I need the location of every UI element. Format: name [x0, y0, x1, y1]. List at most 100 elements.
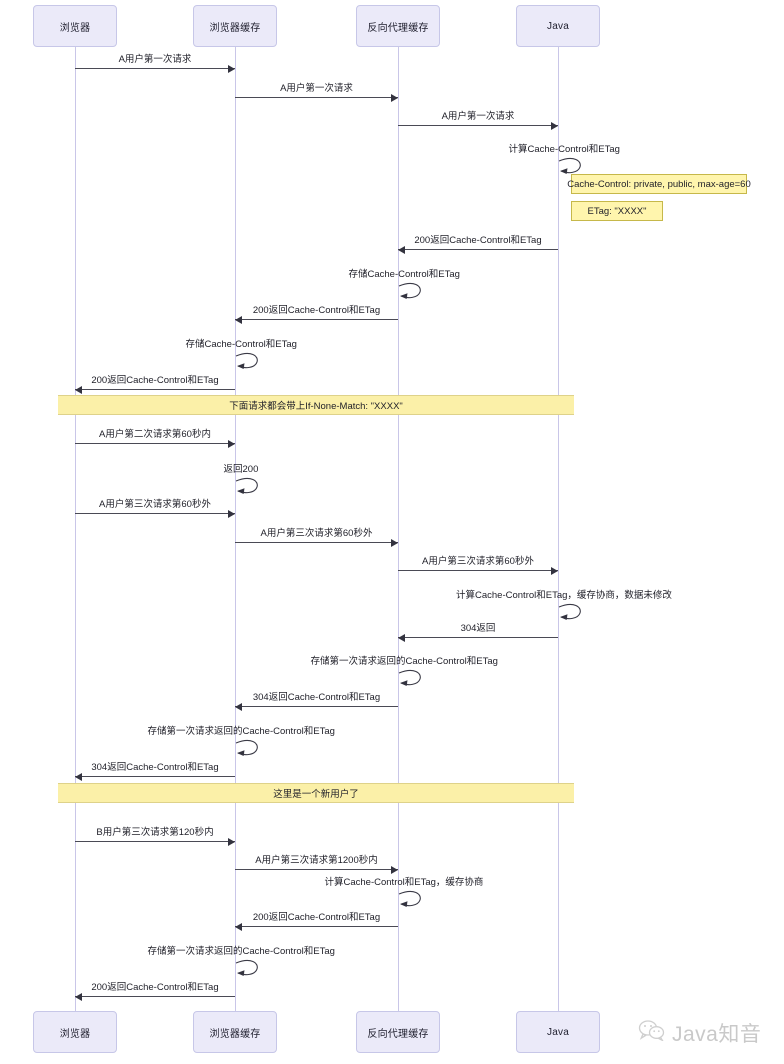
message-label-19: 304返回Cache-Control和ETag — [91, 762, 219, 773]
message-label-4: 200返回Cache-Control和ETag — [414, 235, 542, 246]
self-message-loop-5 — [398, 282, 426, 302]
message-label-16: 存储第一次请求返回的Cache-Control和ETag — [310, 656, 498, 667]
message-line-8 — [75, 389, 235, 390]
message-label-20: B用户第三次请求第120秒内 — [96, 827, 214, 838]
message-arrowhead-19 — [75, 772, 82, 781]
message-line-12 — [235, 542, 398, 543]
message-line-13 — [398, 570, 558, 571]
message-line-15 — [398, 637, 558, 638]
note-label: ETag: "XXXX" — [587, 205, 647, 217]
watermark-text: Java知音 — [672, 1023, 762, 1046]
message-label-5: 存储Cache-Control和ETag — [348, 269, 460, 280]
note-1: ETag: "XXXX" — [571, 201, 663, 221]
message-line-17 — [235, 706, 398, 707]
self-message-loop-14 — [558, 603, 586, 623]
divider-label: 下面请求都会带上If-None-Match: "XXXX" — [229, 401, 403, 412]
message-label-14: 计算Cache-Control和ETag，缓存协商，数据未修改 — [456, 590, 672, 601]
participant-label: Java — [547, 20, 569, 32]
participant-label: 反向代理缓存 — [367, 1028, 429, 1040]
message-label-15: 304返回 — [460, 623, 496, 634]
message-line-19 — [75, 776, 235, 777]
wechat-icon — [638, 1019, 666, 1047]
message-label-11: A用户第三次请求第60秒外 — [99, 499, 211, 510]
message-label-10: 返回200 — [223, 464, 259, 475]
message-line-11 — [75, 513, 235, 514]
message-line-9 — [75, 443, 235, 444]
message-arrowhead-4 — [398, 245, 405, 254]
participant-bcache-top[interactable]: 浏览器缓存 — [193, 5, 277, 47]
message-label-13: A用户第三次请求第60秒外 — [422, 556, 534, 567]
message-line-0 — [75, 68, 235, 69]
participant-proxy-top[interactable]: 反向代理缓存 — [356, 5, 440, 47]
self-message-loop-16 — [398, 669, 426, 689]
note-0: Cache-Control: private, public, max-age=… — [567, 174, 751, 194]
self-message-loop-18 — [235, 739, 263, 759]
self-message-loop-22 — [398, 890, 426, 910]
message-line-25 — [75, 996, 235, 997]
message-line-6 — [235, 319, 398, 320]
message-label-9: A用户第二次请求第60秒内 — [99, 429, 211, 440]
lifeline-proxy — [398, 47, 399, 1011]
lifeline-bcache — [235, 47, 236, 1011]
message-line-20 — [75, 841, 235, 842]
participant-bcache-bottom[interactable]: 浏览器缓存 — [193, 1011, 277, 1053]
message-arrowhead-20 — [228, 837, 235, 846]
message-label-17: 304返回Cache-Control和ETag — [252, 692, 381, 703]
watermark: Java知音 — [638, 1018, 761, 1048]
message-arrowhead-15 — [398, 633, 405, 642]
message-label-22: 计算Cache-Control和ETag，缓存协商 — [324, 877, 484, 888]
message-arrowhead-13 — [551, 566, 558, 575]
self-message-loop-3 — [558, 157, 586, 177]
message-arrowhead-25 — [75, 992, 82, 1001]
participant-label: 浏览器缓存 — [209, 22, 261, 34]
participant-proxy-bottom[interactable]: 反向代理缓存 — [356, 1011, 440, 1053]
message-label-12: A用户第三次请求第60秒外 — [260, 528, 373, 539]
message-arrowhead-1 — [391, 93, 398, 102]
self-message-loop-24 — [235, 959, 263, 979]
participant-label: 反向代理缓存 — [367, 22, 429, 34]
lifeline-java — [558, 47, 559, 1011]
message-label-7: 存储Cache-Control和ETag — [185, 339, 297, 350]
message-arrowhead-17 — [235, 702, 242, 711]
divider-label: 这里是一个新用户了 — [273, 789, 359, 800]
message-arrowhead-6 — [235, 315, 242, 324]
message-label-23: 200返回Cache-Control和ETag — [252, 912, 381, 923]
message-line-4 — [398, 249, 558, 250]
message-label-0: A用户第一次请求 — [118, 54, 192, 65]
message-arrowhead-21 — [391, 865, 398, 874]
participant-label: 浏览器缓存 — [209, 1028, 261, 1040]
message-arrowhead-9 — [228, 439, 235, 448]
message-label-3: 计算Cache-Control和ETag — [508, 144, 620, 155]
message-label-18: 存储第一次请求返回的Cache-Control和ETag — [147, 726, 335, 737]
lifeline-browser — [75, 47, 76, 1011]
participant-java-top[interactable]: Java — [516, 5, 600, 47]
message-label-6: 200返回Cache-Control和ETag — [252, 305, 381, 316]
participant-label: Java — [547, 1026, 569, 1038]
self-message-loop-10 — [235, 477, 263, 497]
message-line-23 — [235, 926, 398, 927]
participant-label: 浏览器 — [59, 22, 91, 34]
message-arrowhead-0 — [228, 64, 235, 73]
message-label-25: 200返回Cache-Control和ETag — [91, 982, 219, 993]
message-arrowhead-12 — [391, 538, 398, 547]
message-label-24: 存储第一次请求返回的Cache-Control和ETag — [147, 946, 335, 957]
message-label-1: A用户第一次请求 — [280, 83, 353, 94]
self-message-loop-7 — [235, 352, 263, 372]
message-label-21: A用户第三次请求第1200秒内 — [255, 855, 378, 866]
message-label-2: A用户第一次请求 — [441, 111, 515, 122]
message-arrowhead-11 — [228, 509, 235, 518]
participant-java-bottom[interactable]: Java — [516, 1011, 600, 1053]
message-arrowhead-23 — [235, 922, 242, 931]
participant-browser-bottom[interactable]: 浏览器 — [33, 1011, 117, 1053]
divider-1: 这里是一个新用户了 — [58, 783, 574, 803]
divider-0: 下面请求都会带上If-None-Match: "XXXX" — [58, 395, 574, 415]
participant-browser-top[interactable]: 浏览器 — [33, 5, 117, 47]
message-line-21 — [235, 869, 398, 870]
message-label-8: 200返回Cache-Control和ETag — [91, 375, 219, 386]
note-label: Cache-Control: private, public, max-age=… — [567, 178, 751, 190]
message-line-1 — [235, 97, 398, 98]
message-line-2 — [398, 125, 558, 126]
participant-label: 浏览器 — [59, 1028, 91, 1040]
message-arrowhead-8 — [75, 385, 82, 394]
